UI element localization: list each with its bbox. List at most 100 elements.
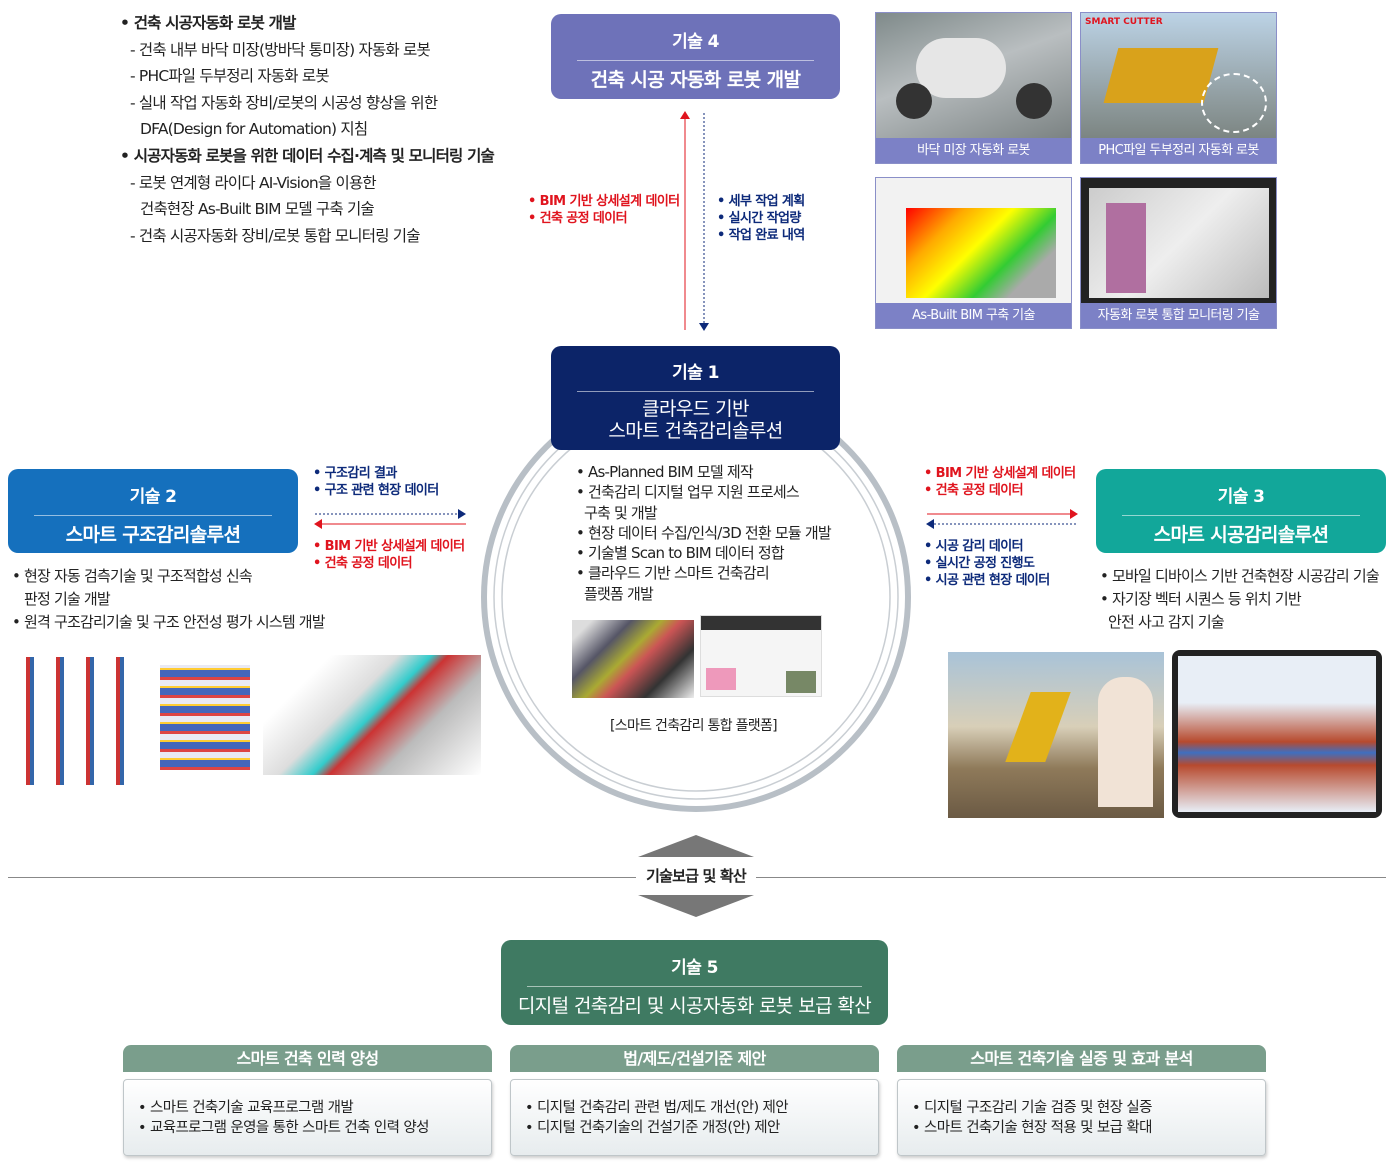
frame-model-image — [160, 665, 250, 770]
crane-image — [1005, 692, 1071, 762]
tech1-title-2: 스마트 건축감리솔루션 — [608, 420, 783, 442]
photo-caption: PHC파일 두부정리 자동화 로봇 — [1081, 138, 1276, 163]
tech2-head: 기술 2 — [34, 482, 272, 516]
bullet: 구축 및 개발 — [584, 503, 658, 522]
bullet: 판정 기술 개발 — [24, 590, 111, 608]
tech5-head: 기술 5 — [527, 953, 862, 987]
flow-item: • 시공 관련 현장 데이터 — [924, 573, 1050, 588]
tech5-title: 디지털 건축감리 및 시공자동화 로봇 보급 확산 — [517, 995, 872, 1017]
arrow-left-icon — [926, 519, 934, 529]
structure-model-image — [12, 657, 142, 785]
flow-item: • 작업 완료 내역 — [717, 228, 805, 243]
overlay-label: SMART CUTTER — [1085, 17, 1163, 27]
flow-item: • 시공 감리 데이터 — [924, 539, 1024, 554]
photo-phc-robot: SMART CUTTER PHC파일 두부정리 자동화 로봇 — [1080, 12, 1277, 164]
card-item: • 스마트 건축기술 교육프로그램 개발 — [138, 1100, 354, 1116]
tech5-box: 기술 5 디지털 건축감리 및 시공자동화 로봇 보급 확산 — [501, 940, 888, 1025]
tech3-title: 스마트 시공감리솔루션 — [1153, 524, 1329, 546]
platform-caption: [스마트 건축감리 통합 플랫폼] — [610, 718, 778, 734]
robot-image — [916, 38, 1006, 98]
photo-floor-robot: 바닥 미장 자동화 로봇 — [875, 12, 1072, 164]
bim-model-image — [572, 620, 694, 698]
flow2-red-list: • BIM 기반 상세설계 데이터 • 건축 공정 데이터 — [313, 538, 465, 572]
flow2-blue-list: • 구조감리 결과 • 구조 관련 현장 데이터 — [313, 465, 439, 499]
card-item: • 디지털 구조감리 기술 검증 및 현장 실증 — [912, 1100, 1152, 1116]
desc-line: - 건축 시공자동화 장비/로봇 통합 모니터링 기술 — [130, 226, 421, 245]
tech4-title: 건축 시공 자동화 로봇 개발 — [590, 69, 801, 91]
flow3-red-list: • BIM 기반 상세설계 데이터 • 건축 공정 데이터 — [924, 465, 1076, 499]
tech4-flow-arrows — [680, 111, 709, 331]
desc-line: - 로봇 연계형 라이다 AI-Vision을 이용한 — [130, 173, 377, 192]
card-item: • 교육프로그램 운영을 통한 스마트 건축 인력 양성 — [138, 1120, 429, 1136]
spread-label: 기술보급 및 확산 — [646, 867, 747, 885]
desc-line: - PHC파일 두부정리 자동화 로봇 — [130, 67, 330, 86]
wheel-image — [896, 83, 932, 119]
spread-arrows — [636, 835, 756, 917]
tech1-bullets: • As-Planned BIM 모델 제작 • 건축감리 디지털 업무 지원 … — [576, 462, 832, 604]
desc-line: • 시공자동화 로봇을 위한 데이터 수집·계측 및 모니터링 기술 — [120, 146, 495, 165]
arrow-down-icon — [699, 323, 709, 331]
bullet: • 건축감리 디지털 업무 지원 프로세스 — [576, 483, 800, 502]
flow-item: • 구조 관련 현장 데이터 — [313, 483, 439, 498]
screen-plan — [706, 668, 736, 690]
card-header: 법/제도/건설기준 제안 — [510, 1045, 879, 1072]
flow-item: • 실시간 작업량 — [717, 211, 801, 226]
desc-line: DFA(Design for Automation) 지침 — [140, 120, 368, 139]
card-header: 스마트 건축 인력 양성 — [123, 1045, 492, 1072]
tech4-head: 기술 4 — [577, 27, 814, 61]
card-item: • 스마트 건축기술 현장 적용 및 보급 확대 — [912, 1120, 1152, 1136]
desc-line: • 건축 시공자동화 로봇 개발 — [120, 14, 296, 32]
card-body: • 스마트 건축기술 교육프로그램 개발 • 교육프로그램 운영을 통한 스마트… — [123, 1079, 492, 1156]
flow-item: • BIM 기반 상세설계 데이터 — [313, 539, 465, 554]
card-body: • 디지털 구조감리 기술 검증 및 현장 실증 • 스마트 건축기술 현장 적… — [897, 1079, 1266, 1156]
bullet: • 현장 데이터 수집/인식/3D 전환 모듈 개발 — [576, 523, 832, 542]
target-image — [1201, 73, 1267, 133]
arrow-up-icon — [680, 111, 690, 119]
card-item: • 디지털 건축감리 관련 법/제도 개선(안) 제안 — [525, 1100, 789, 1116]
bullet: 플랫폼 개발 — [584, 584, 654, 603]
bullet: • 기술별 Scan to BIM 데이터 정합 — [576, 544, 785, 563]
photo-caption: As-Built BIM 구축 기술 — [876, 303, 1071, 328]
wheel-image — [1016, 83, 1052, 119]
bullet: • 자기장 벡터 시퀀스 등 위치 기반 — [1100, 590, 1302, 608]
worker-image — [1098, 677, 1153, 807]
bullet: • 모바일 디바이스 기반 건축현장 시공감리 기술 — [1100, 567, 1380, 585]
flow3-blue-list: • 시공 감리 데이터 • 실시간 공정 진행도 • 시공 관련 현장 데이터 — [924, 538, 1050, 589]
flow-item: • 건축 공정 데이터 — [924, 483, 1024, 498]
photo-asbuilt-bim: As-Built BIM 구축 기술 — [875, 177, 1072, 329]
bullet: 안전 사고 감지 기술 — [1108, 613, 1225, 631]
screen-photo — [786, 671, 816, 693]
flow-item: • BIM 기반 상세설계 데이터 — [528, 194, 680, 209]
plan-image — [1106, 203, 1146, 293]
tech3-box: 기술 3 스마트 시공감리솔루션 — [1096, 469, 1386, 553]
card-header: 스마트 건축기술 실증 및 효과 분석 — [897, 1045, 1266, 1072]
tech1-title-1: 클라우드 기반 — [642, 398, 749, 420]
flow4-blue-list: • 세부 작업 계획 • 실시간 작업량 • 작업 완료 내역 — [717, 193, 805, 244]
desc-line: - 건축 내부 바닥 미장(방바닥 통미장) 자동화 로봇 — [130, 40, 431, 59]
tech3-bullets: • 모바일 디바이스 기반 건축현장 시공감리 기술 • 자기장 벡터 시퀀스 … — [1100, 565, 1380, 634]
triangle-up-icon — [638, 835, 754, 857]
desc-line: 건축현장 As-Built BIM 모델 구축 기술 — [140, 200, 375, 219]
tech2-title: 스마트 구조감리솔루션 — [65, 524, 241, 546]
tech1-head: 기술 1 — [577, 358, 814, 392]
tech2-box: 기술 2 스마트 구조감리솔루션 — [8, 469, 298, 553]
bullet: • 원격 구조감리기술 및 구조 안전성 평가 시스템 개발 — [12, 613, 326, 631]
flow4-red-list: • BIM 기반 상세설계 데이터 • 건축 공정 데이터 — [528, 193, 680, 227]
bullet: • 클라우드 기반 스마트 건축감리 — [576, 564, 770, 583]
tech2-flow-arrows — [314, 509, 466, 529]
screen-header — [701, 616, 821, 630]
card-body: • 디지털 건축감리 관련 법/제도 개선(안) 제안 • 디지털 건축기술의 … — [510, 1079, 879, 1156]
photo-caption: 바닥 미장 자동화 로봇 — [876, 138, 1071, 163]
bullet: • 현장 자동 검측기술 및 구조적합성 신속 — [12, 567, 253, 585]
flow-item: • 실시간 공정 진행도 — [924, 556, 1035, 571]
flow-item: • 구조감리 결과 — [313, 466, 397, 481]
tablet-image — [1172, 650, 1382, 818]
tech3-flow-arrows — [926, 509, 1078, 529]
photo-caption: 자동화 로봇 통합 모니터링 기술 — [1081, 303, 1276, 328]
tech4-description: • 건축 시공자동화 로봇 개발 - 건축 내부 바닥 미장(방바닥 통미장) … — [120, 10, 495, 249]
flow-item: • BIM 기반 상세설계 데이터 — [924, 466, 1076, 481]
flow-item: • 세부 작업 계획 — [717, 194, 805, 209]
pointcloud-image — [906, 208, 1056, 298]
arrow-right-icon — [1070, 509, 1078, 519]
arrow-right-icon — [458, 509, 466, 519]
